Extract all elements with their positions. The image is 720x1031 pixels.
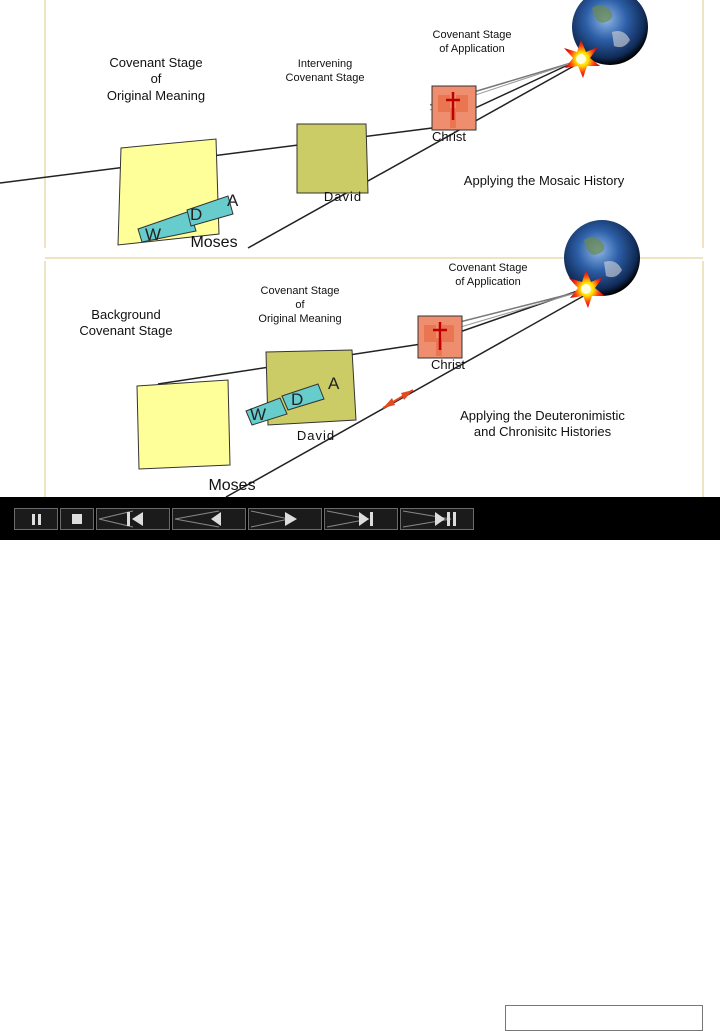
stage-label-original-meaning: Covenant Stage of Original Meaning: [258, 285, 342, 325]
letter-d: D: [190, 205, 203, 224]
david-label: David: [323, 189, 363, 204]
christ-label: Christ: [432, 129, 466, 144]
application-note: Applying the Mosaic History: [463, 173, 625, 188]
earth-icon: [572, 0, 648, 65]
previous-icon: [174, 510, 221, 528]
application-note: Applying the Deuteronimistic and Chronis…: [460, 408, 625, 440]
pause-button[interactable]: [14, 508, 58, 530]
david-label: David: [296, 428, 336, 443]
stage-label-application: Covenant Stage of Application: [432, 29, 512, 55]
play-icon: [250, 510, 297, 528]
stage-label-application: Covenant Stage of Application: [448, 262, 528, 288]
diagram-graphics: [0, 0, 704, 497]
stop-icon: [72, 514, 82, 524]
w-tab: [245, 397, 288, 426]
letter-w: W: [145, 225, 162, 244]
stage-label-background: Background Covenant Stage: [79, 307, 173, 339]
olive-stage-panel: [296, 123, 369, 194]
previous-button[interactable]: [172, 508, 246, 530]
christ-label: Christ: [431, 357, 465, 372]
stage-label-intervening: Intervening Covenant Stage: [285, 58, 365, 84]
w-tab: [137, 210, 197, 243]
play-button[interactable]: [248, 508, 322, 530]
pause-icon: [32, 514, 41, 525]
slide-caption: Twofold Orientation (13.5): [505, 1005, 703, 1031]
sight-line-lower: [247, 61, 582, 249]
sight-line-upper: [157, 287, 587, 385]
first-slide-icon: [98, 510, 143, 528]
letter-w: W: [250, 405, 267, 424]
yellow-stage-panel: [136, 379, 231, 470]
d-tab: [281, 383, 325, 411]
letter-d: D: [291, 390, 304, 409]
moses-label: Moses: [208, 477, 256, 494]
stage-label-original-meaning: Covenant Stage of Original Meaning: [106, 55, 206, 103]
next-icon: [326, 510, 373, 528]
next-button[interactable]: [324, 508, 398, 530]
letter-a: A: [227, 191, 239, 210]
last-slide-button[interactable]: [400, 508, 474, 530]
stop-button[interactable]: [60, 508, 94, 530]
last-slide-icon: [402, 510, 456, 528]
diagram-canvas: Covenant Stage of Original Meaning Inter…: [0, 0, 704, 497]
bottom-panel: [136, 220, 640, 497]
first-slide-button[interactable]: [96, 508, 170, 530]
moses-label: Moses: [190, 234, 238, 251]
top-panel: [0, 0, 648, 249]
letter-a: A: [328, 374, 340, 393]
earth-icon: [564, 220, 640, 296]
slideshow-toolbar: Twofold Orientation (13.5): [0, 497, 720, 1031]
d-tab: [186, 195, 234, 227]
